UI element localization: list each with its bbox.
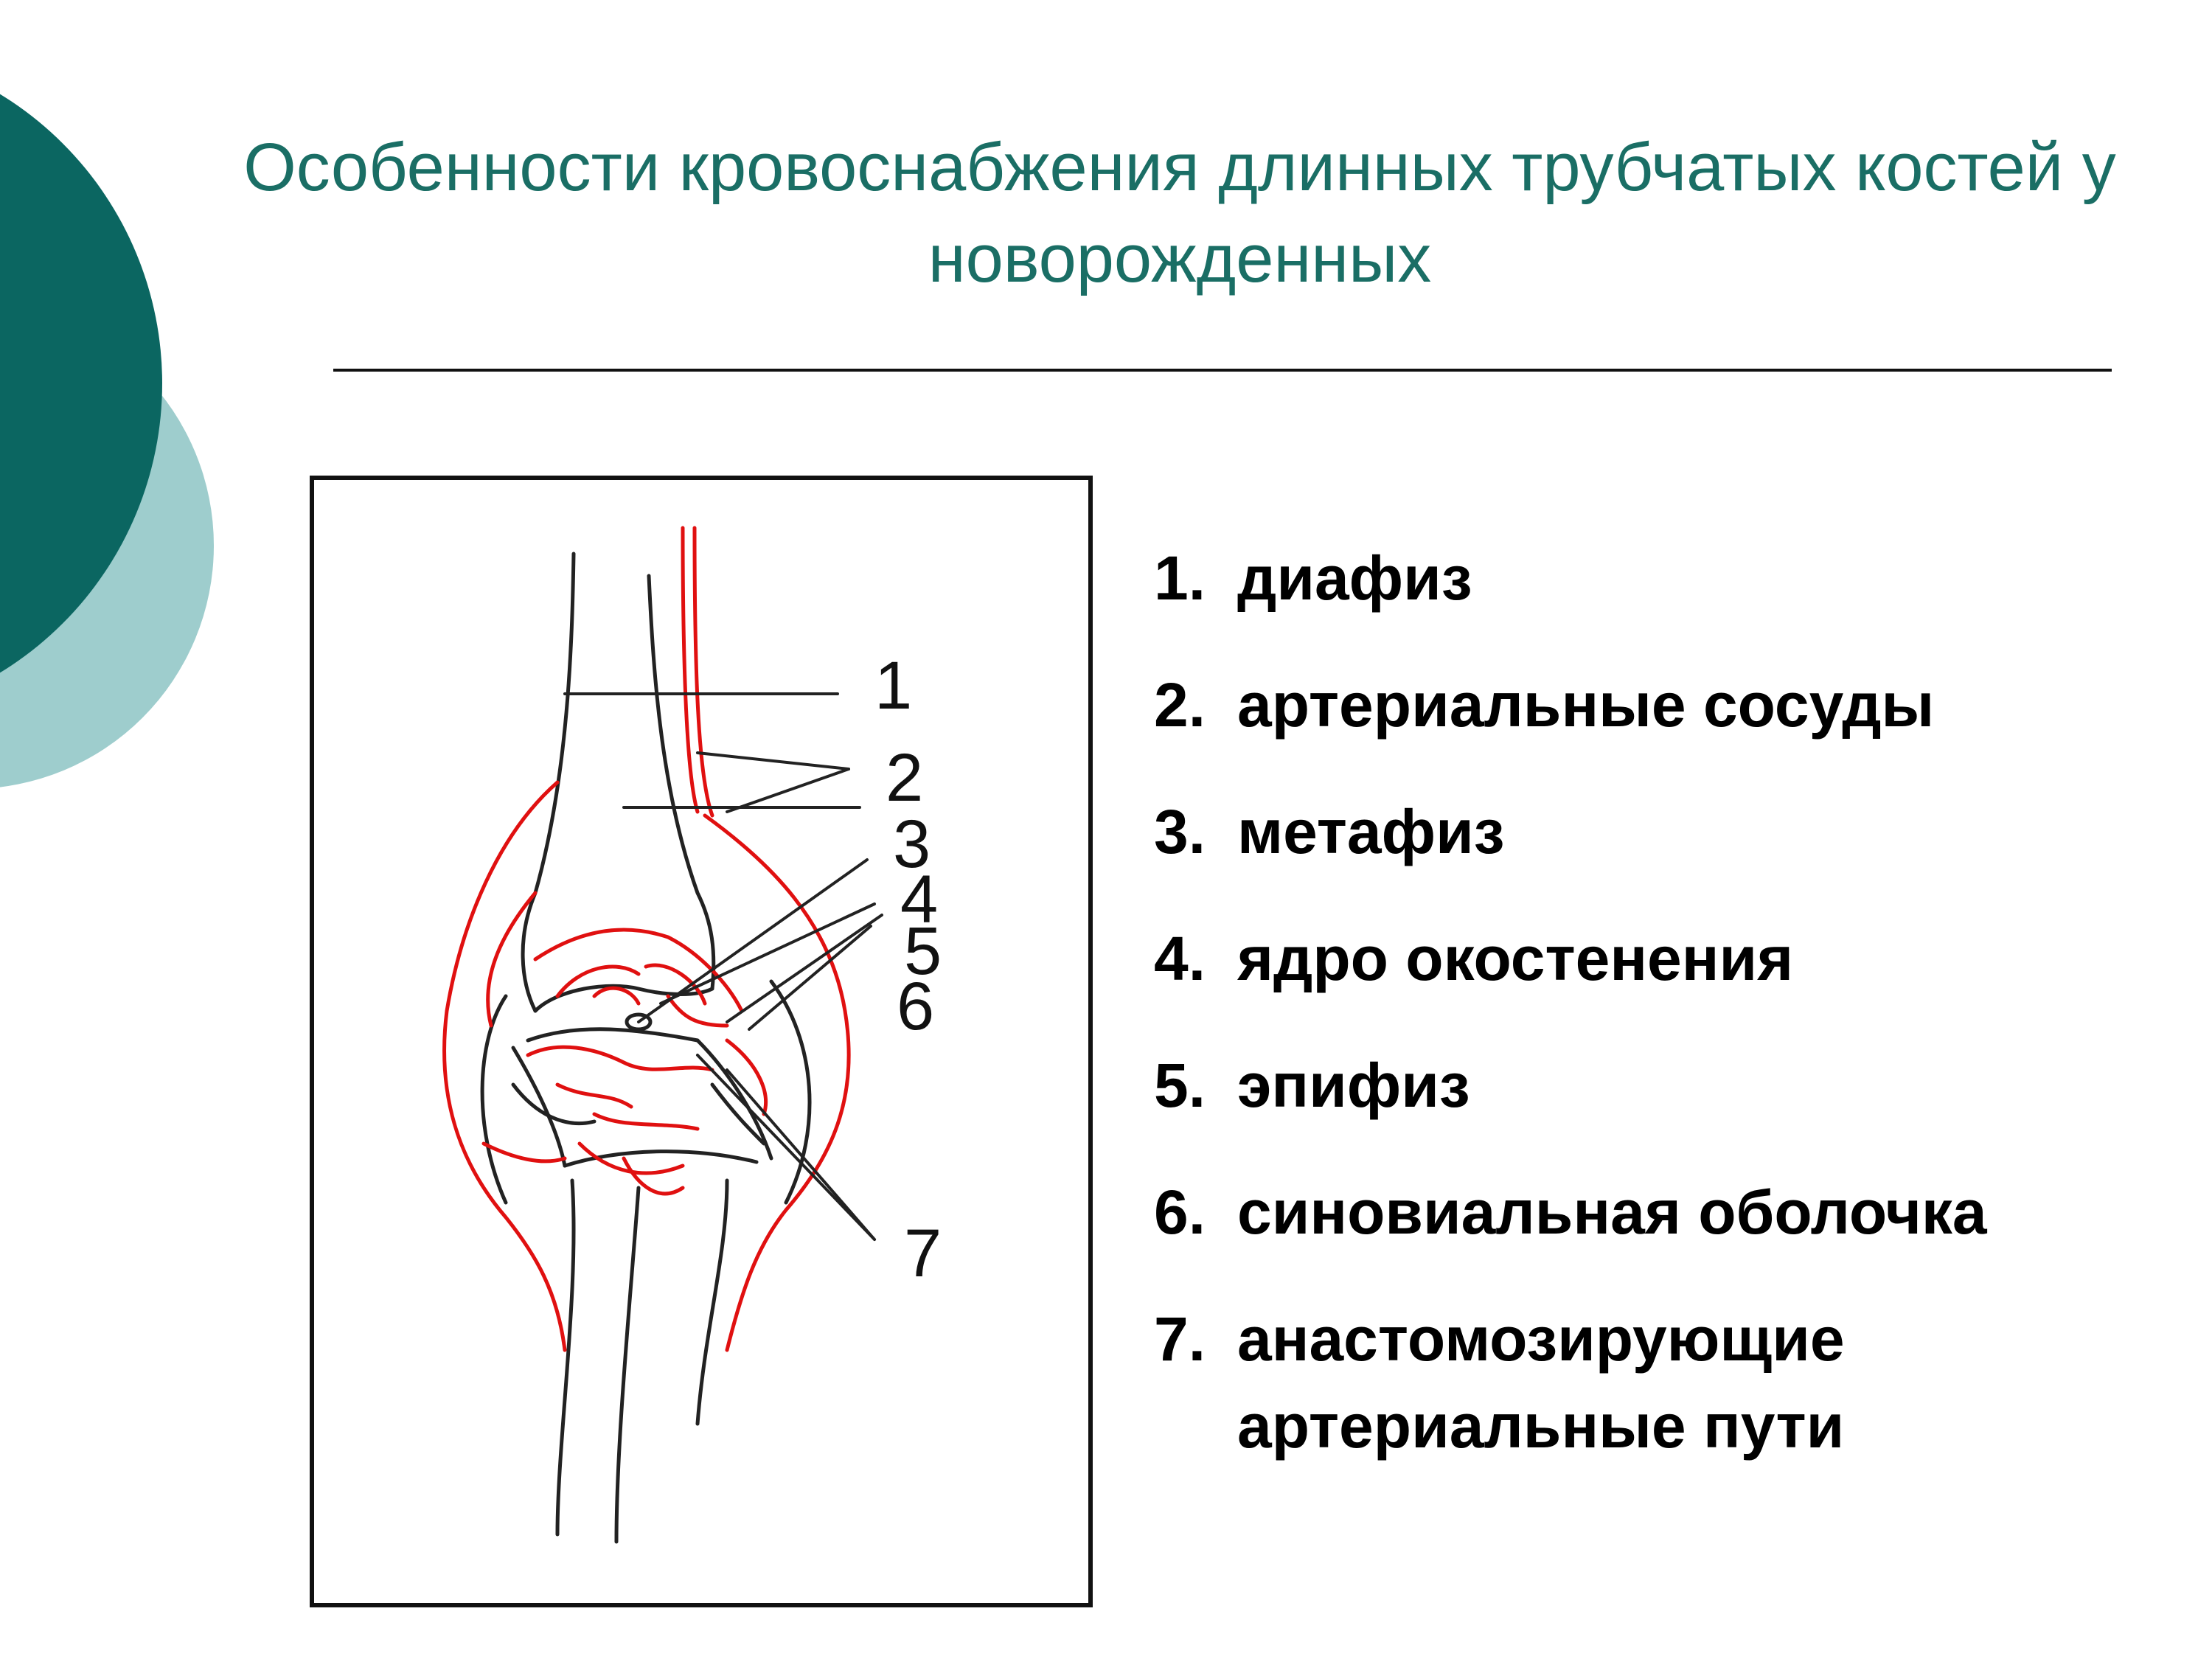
callout-6: 6: [897, 969, 934, 1044]
legend-item: 6. синовиальная оболочка: [1154, 1169, 2186, 1256]
callout-5: 5: [904, 914, 942, 989]
legend-number: 4.: [1154, 924, 1206, 993]
knee-joint-diagram: 1 2 3 4 5 6 7: [310, 476, 1093, 1607]
callout-1: 1: [874, 648, 912, 723]
legend-item: 2. артериальные сосуды: [1154, 661, 2186, 748]
legend-text: артериальные сосуды: [1237, 670, 1935, 740]
slide-title: Особенности кровоснабжения длинных трубч…: [243, 130, 2116, 296]
legend-text: эпифиз: [1237, 1051, 1470, 1120]
callout-2: 2: [886, 740, 923, 815]
legend-number: 1.: [1154, 543, 1206, 613]
legend-item: 4. ядро окостенения: [1154, 915, 2186, 1002]
legend-text: метафиз: [1237, 797, 1505, 866]
legend-item: 5. эпифиз: [1154, 1042, 2186, 1129]
dark-teal-circle: [0, 94, 162, 673]
title-divider: [333, 369, 2112, 372]
legend-text: ядро окостенения: [1237, 924, 1794, 993]
legend-number: 7.: [1154, 1304, 1206, 1374]
callout-3: 3: [893, 807, 931, 882]
knee-joint-drawing: 1 2 3 4 5 6 7: [442, 526, 942, 1544]
legend-text: анастомозирующие артериальные пути: [1237, 1304, 1845, 1461]
callout-4: 4: [900, 862, 938, 937]
legend-number: 3.: [1154, 797, 1206, 866]
callout-leaders: [563, 692, 883, 1241]
legend-item: 3. метафиз: [1154, 788, 2186, 875]
legend-item: 1. диафиз: [1154, 535, 2186, 622]
legend-text: диафиз: [1237, 543, 1472, 613]
legend-number: 2.: [1154, 670, 1206, 740]
callout-7: 7: [904, 1216, 942, 1291]
legend-number: 6.: [1154, 1178, 1206, 1247]
bone-outlines: [480, 552, 812, 1544]
legend-item: 7. анастомозирующие артериальные пути: [1154, 1295, 2186, 1470]
legend-text: синовиальная оболочка: [1237, 1178, 1987, 1247]
callout-numbers: 1 2 3 4 5 6 7: [874, 648, 942, 1291]
legend-list: 1. диафиз 2. артериальные сосуды 3. мета…: [1154, 535, 2186, 1509]
legend-number: 5.: [1154, 1051, 1206, 1120]
artery-vessels: [442, 526, 851, 1352]
